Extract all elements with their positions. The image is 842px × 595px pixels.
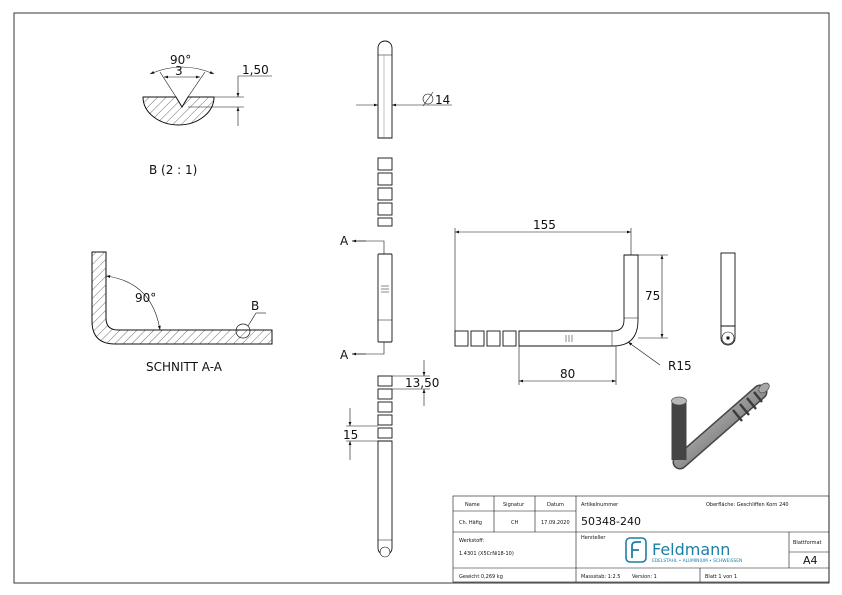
brand-name: Feldmann — [652, 540, 730, 559]
material-label: Werkstoff: — [459, 538, 485, 544]
article-label: Artikelnummer — [581, 502, 619, 508]
front-view-dimensions — [346, 91, 452, 460]
side-view-dimensions — [454, 228, 668, 385]
section-mark-bottom: A — [340, 348, 349, 362]
length-dimension: 155 — [533, 218, 556, 232]
drawn-by-signature: CH — [511, 520, 518, 526]
section-label: SCHNITT A-A — [146, 360, 223, 374]
groove-width-dimension: 15 — [343, 428, 358, 442]
section-a-a-view: 90° B SCHNITT A-A — [91, 251, 273, 374]
sheet-format: A4 — [803, 554, 818, 567]
end-view — [720, 252, 736, 346]
sheet-number: Blatt 1 von 1 — [705, 574, 737, 580]
drawn-by-date: 17.09.2020 — [541, 520, 570, 526]
detail-b-depth: 1,50 — [242, 63, 269, 77]
title-block-text: Name Signatur Datum Ch. Häfig CH 17.09.2… — [459, 502, 822, 580]
article-number: 50348-240 — [581, 515, 641, 528]
side-view — [454, 254, 639, 347]
sheet-format-label: Blattformat — [793, 540, 822, 546]
detail-b-view: 90° 3 1,50 B (2 : 1) — [142, 53, 272, 177]
height-dimension: 75 — [645, 289, 660, 303]
version: Version: 1 — [632, 574, 657, 580]
section-angle: 90° — [135, 291, 156, 305]
drawing-frame — [13, 12, 830, 584]
detail-b-angle: 90° — [170, 53, 191, 67]
isometric-render — [671, 382, 770, 470]
scale: Massstab: 1:2.5 — [581, 574, 620, 580]
detail-b-width: 3 — [175, 64, 183, 78]
detail-b-label: B (2 : 1) — [149, 163, 197, 177]
brand-tagline: EDELSTAHL • ALUMINIUM • SCHWEISSEN — [652, 558, 742, 564]
header-date: Datum — [547, 502, 564, 508]
radius-dimension: R15 — [668, 359, 692, 373]
front-view — [377, 40, 393, 558]
header-name: Name — [465, 502, 480, 508]
header-signature: Signatur — [503, 502, 525, 508]
feldmann-logo: Feldmann EDELSTAHL • ALUMINIUM • SCHWEIS… — [625, 537, 742, 564]
drawn-by-name: Ch. Häfig — [459, 520, 482, 526]
detail-b-marker: B — [251, 299, 259, 313]
manufacturer-label: Hersteller — [581, 535, 606, 541]
title-block — [452, 495, 830, 583]
surface-finish: Oberfläche: Geschliffen Korn 240 — [706, 502, 789, 508]
groove-pitch-dimension: 13,50 — [405, 376, 439, 390]
material-value: 1.4301 (X5CrNi18-10) — [459, 551, 514, 557]
diameter-dimension: 14 — [435, 93, 450, 107]
section-mark-top: A — [340, 234, 349, 248]
weight: Gewicht 0,269 kg — [459, 574, 503, 580]
straight-length-dimension: 80 — [560, 367, 575, 381]
